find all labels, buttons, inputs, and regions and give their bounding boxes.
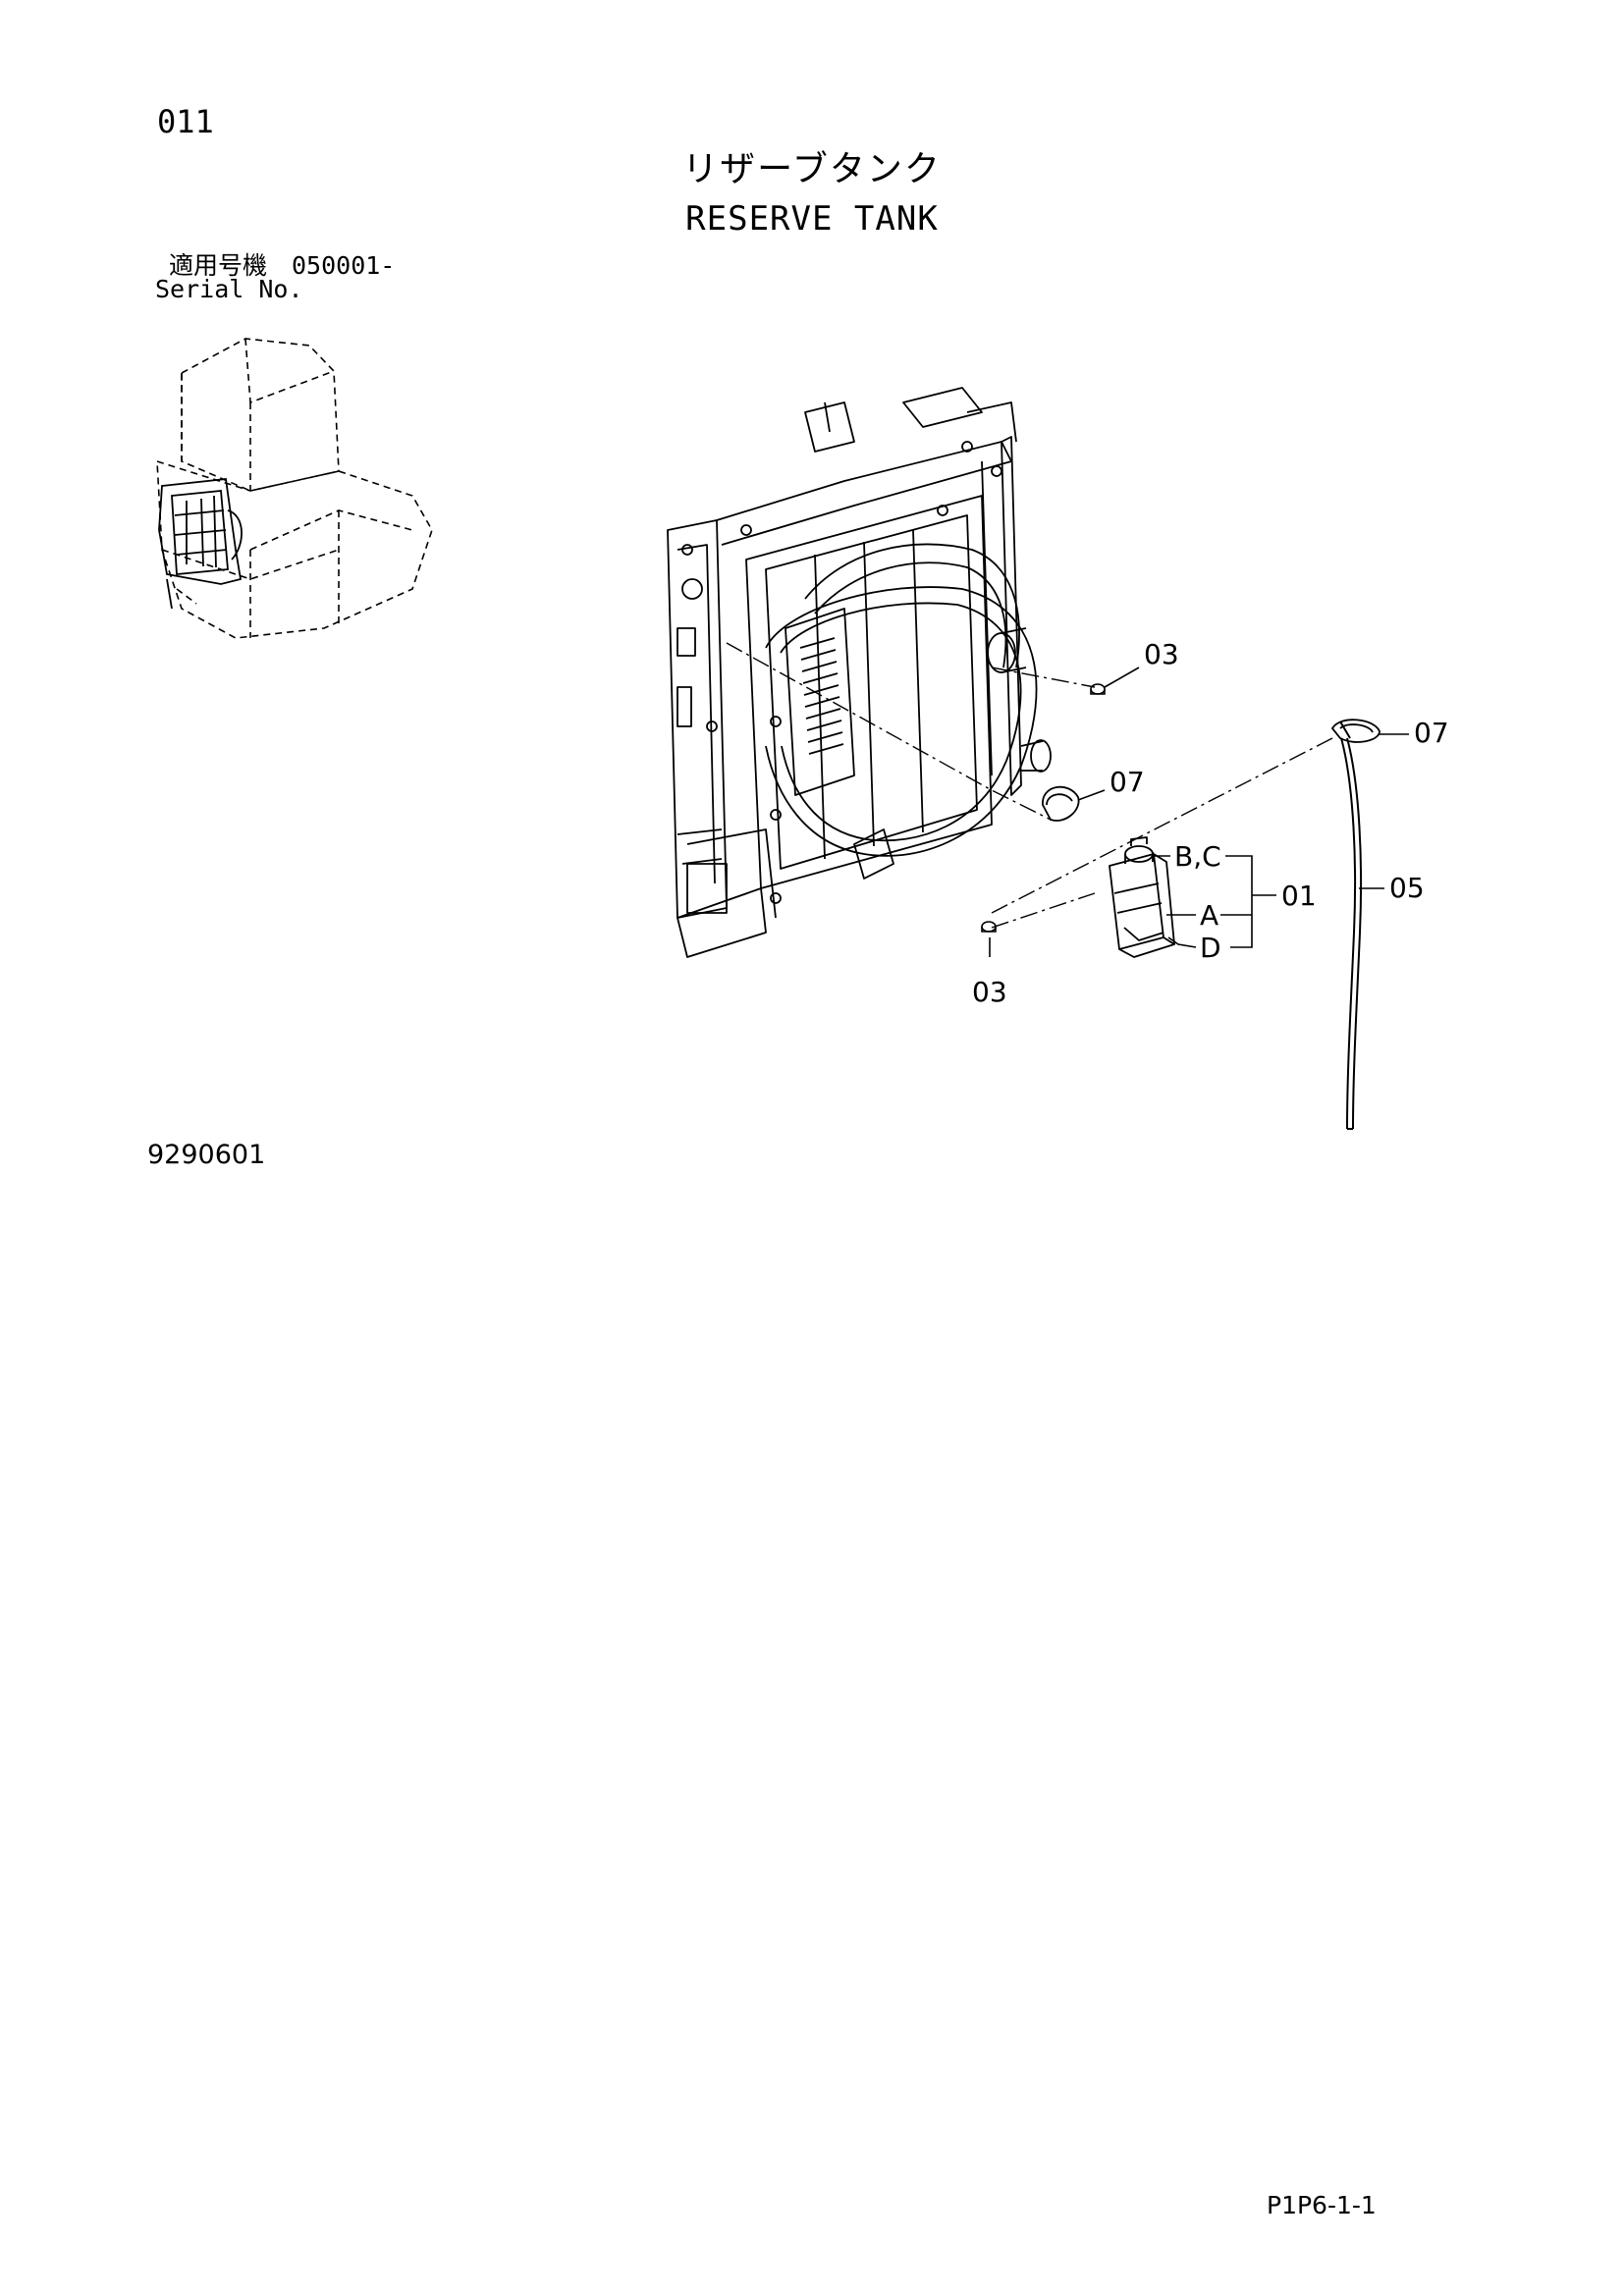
sheet-code: P1P6-1-1 (1267, 2191, 1377, 2219)
callout-03-bottom: 03 (972, 976, 1007, 1008)
sub-callout-a: A (1200, 899, 1218, 932)
callout-03-top: 03 (1144, 638, 1179, 670)
assembly-lines (726, 642, 1333, 929)
callout-05: 05 (1389, 872, 1425, 904)
serial-applicability-japanese: 適用号機 050001- (169, 251, 396, 280)
locator-highlight-radiator (158, 478, 243, 610)
callout-01: 01 (1281, 880, 1317, 912)
nut-part-03-top (1090, 683, 1106, 695)
callout-07-right: 07 (1414, 717, 1449, 749)
reserve-tank-part-01 (1109, 836, 1175, 958)
page-title-english: RESERVE TANK (685, 199, 939, 239)
serial-applicability-english: Serial No. (155, 275, 303, 303)
nut-part-03-bottom (981, 921, 997, 933)
clamp-part-07-middle (1042, 785, 1080, 822)
sub-callout-d: D (1200, 932, 1221, 964)
leader-lines (989, 667, 1409, 957)
radiator-frame-assembly (667, 387, 1052, 958)
callout-07-middle: 07 (1110, 766, 1145, 798)
machine-locator-thumbnail (156, 338, 433, 639)
page-title-japanese: リザーブタンク (682, 149, 942, 189)
hose-part-05 (1339, 721, 1363, 1130)
clamp-part-07-right (1330, 719, 1380, 743)
sub-callout-b-c: B,C (1174, 840, 1221, 873)
page-number: 011 (157, 103, 214, 140)
figure-number: 9290601 (147, 1140, 266, 1170)
